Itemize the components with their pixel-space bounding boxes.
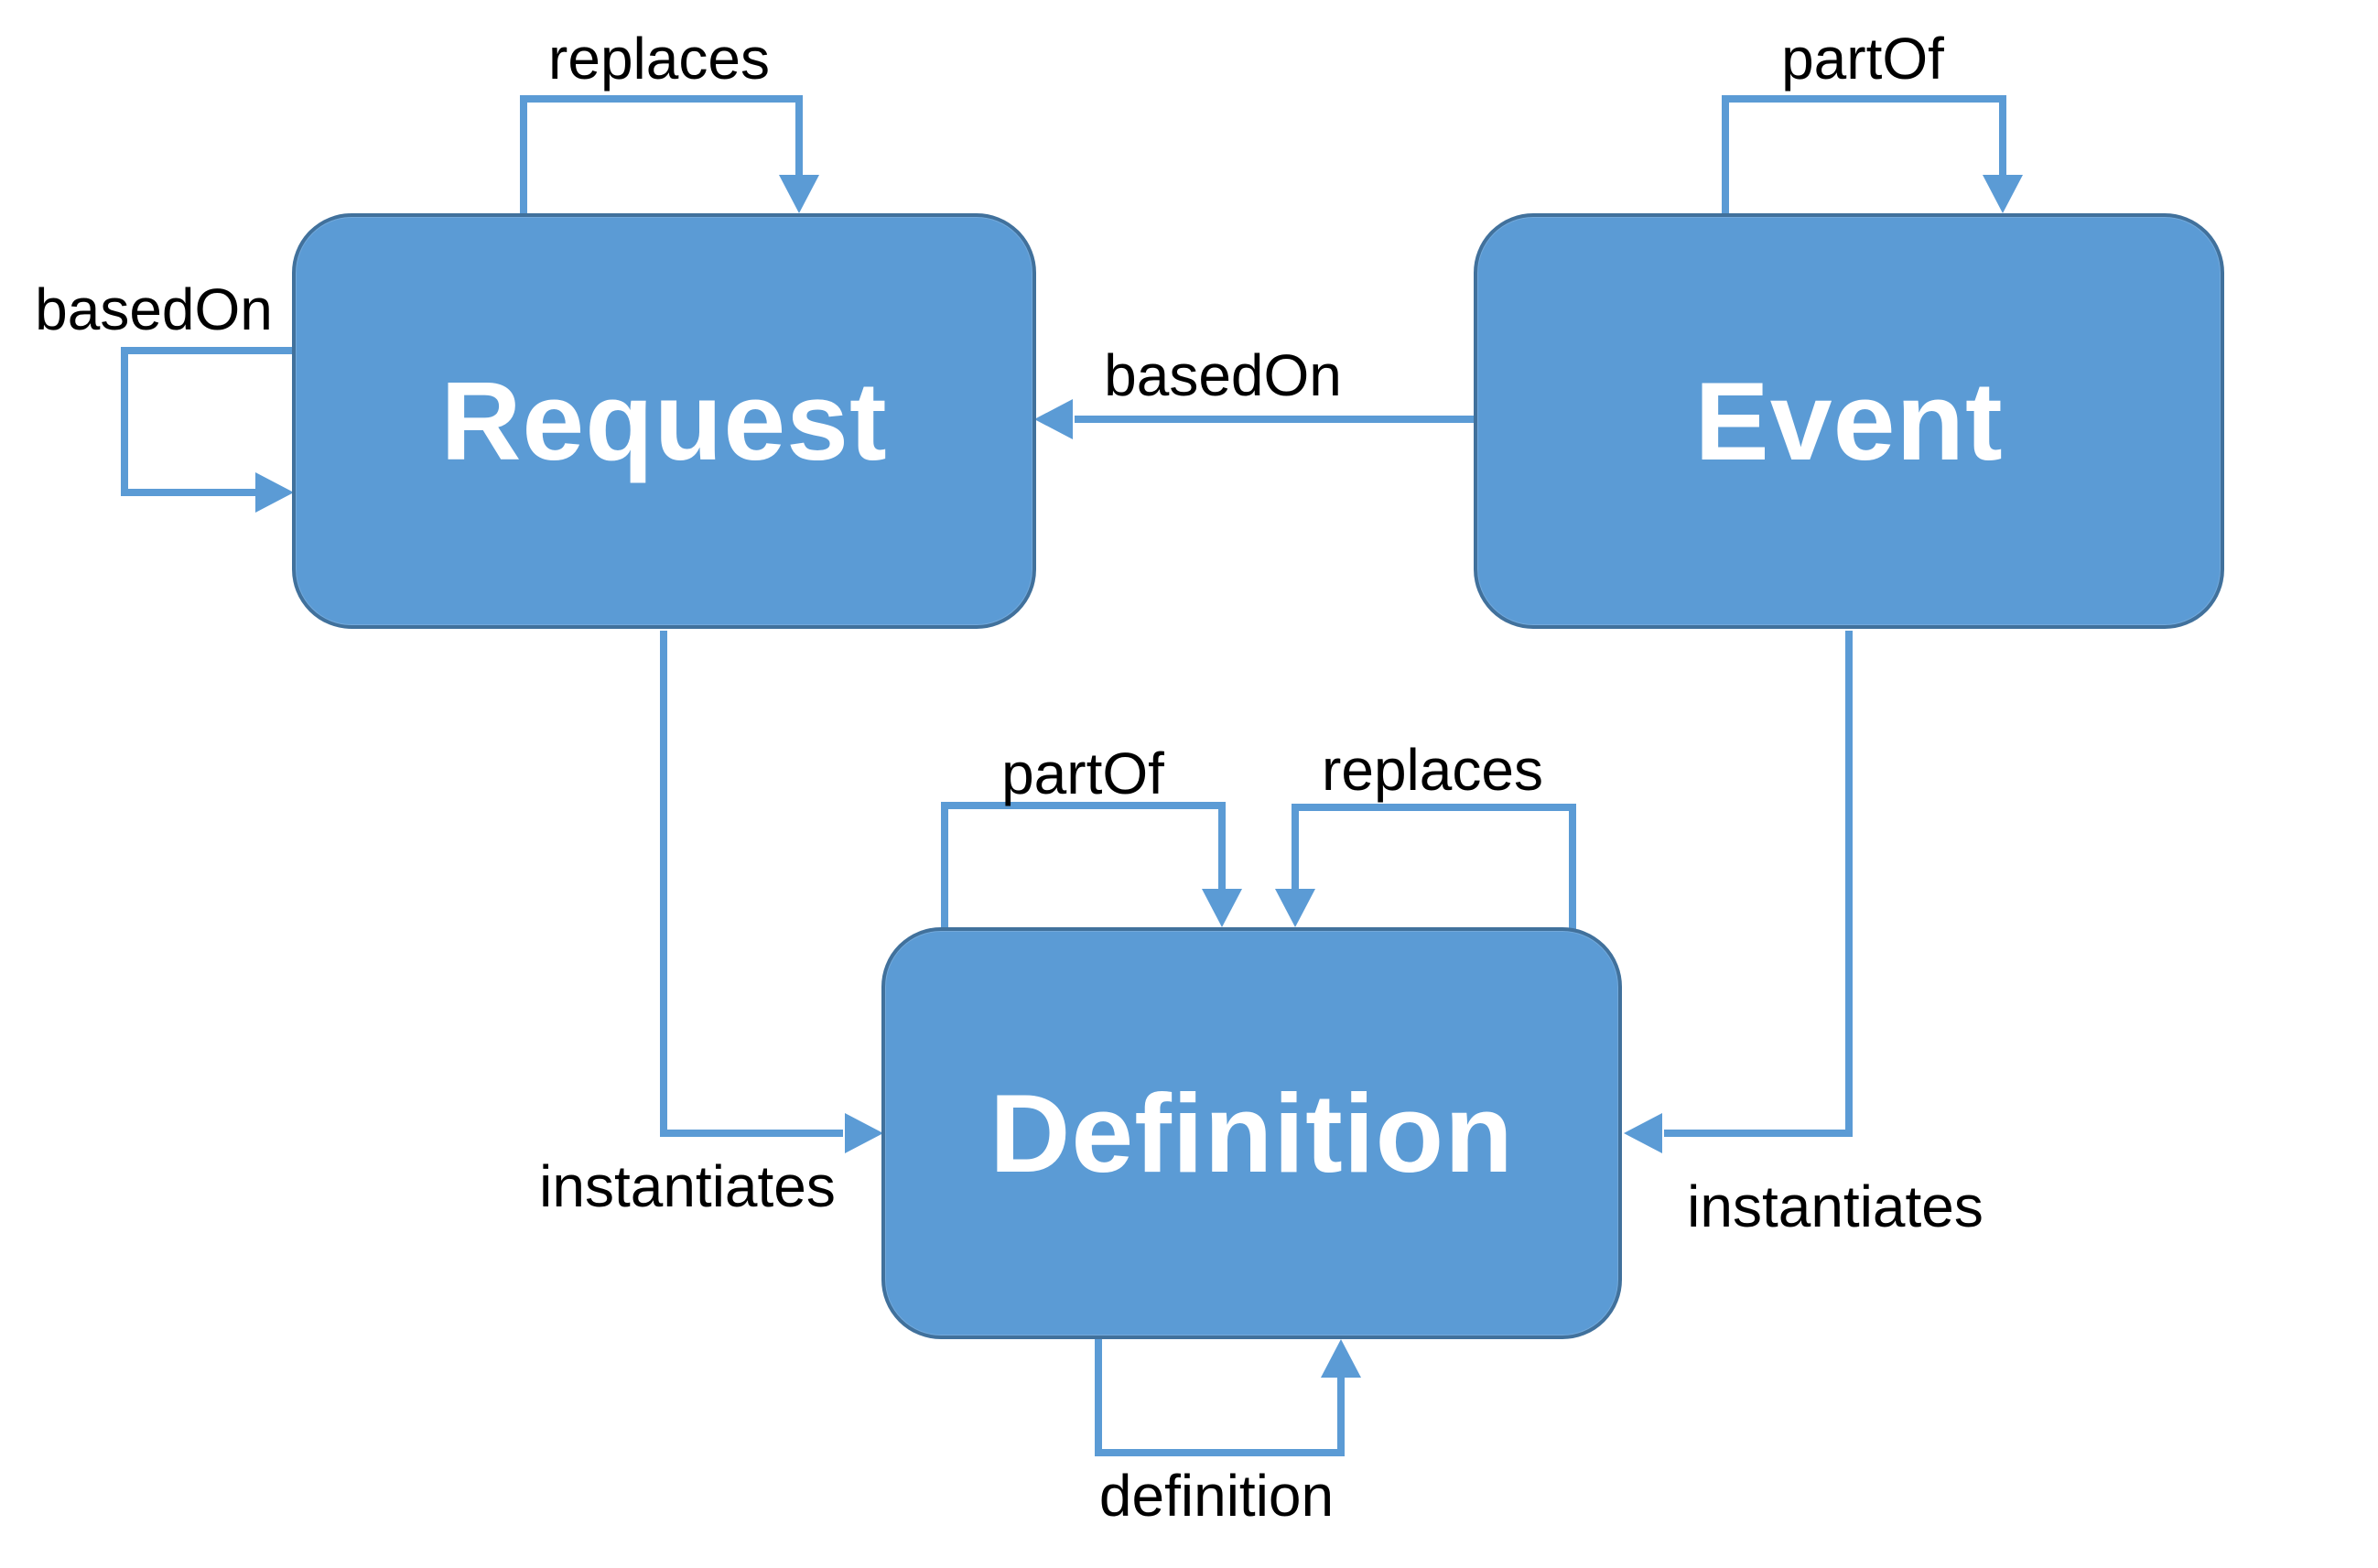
edge-request-basedon-self (121, 347, 294, 513)
edge-request-replaces-line (520, 95, 803, 215)
event-partof-arrowhead (1983, 175, 2023, 213)
edge-event-partof-line (1722, 95, 2006, 215)
node-label-event: Event (1694, 359, 2004, 483)
edge-label-definition-definition: definition (1098, 1463, 1335, 1529)
edge-label-definition-partof: partOf (1001, 741, 1164, 806)
edge-definition-replaces-self (1275, 804, 1576, 929)
request-replaces-arrowhead (779, 175, 819, 213)
edge-label-request-instantiates: instantiates (539, 1153, 836, 1219)
definition-partof-arrowhead (1202, 889, 1242, 927)
edge-label-event-instantiates: instantiates (1687, 1173, 1983, 1239)
edge-request-instantiates-line (660, 631, 843, 1137)
edge-label-definition-replaces: replaces (1322, 737, 1543, 803)
edge-event-instantiates-definition (1624, 631, 1853, 1153)
edge-definition-definition-self (1095, 1337, 1361, 1456)
edge-event-partof-self (1722, 95, 2023, 215)
edge-label-request-replaces: replaces (548, 26, 770, 92)
edge-definition-definition-line (1095, 1337, 1345, 1456)
edge-definition-replaces-line (1292, 804, 1576, 929)
definition-definition-arrowhead (1321, 1339, 1361, 1378)
edge-label-event-basedon: basedOn (1104, 342, 1342, 408)
edge-request-instantiates-definition (660, 631, 883, 1153)
node-event: Event (1474, 213, 2224, 629)
node-definition: Definition (881, 927, 1622, 1339)
edge-event-instantiates-line (1664, 631, 1853, 1137)
edge-request-basedon-line (121, 347, 294, 496)
node-request: Request (292, 213, 1036, 629)
edge-label-request-basedon: basedOn (35, 276, 273, 342)
definition-replaces-arrowhead (1275, 889, 1315, 927)
event-basedon-arrowhead (1034, 399, 1073, 439)
event-instantiates-arrowhead (1624, 1113, 1662, 1153)
request-instantiates-arrowhead (845, 1113, 883, 1153)
node-label-definition: Definition (989, 1071, 1514, 1195)
edge-definition-partof-self (941, 802, 1242, 929)
node-label-request: Request (440, 359, 888, 483)
edge-label-event-partof: partOf (1781, 26, 1944, 92)
request-basedon-arrowhead (255, 472, 294, 513)
edge-request-replaces-self (520, 95, 819, 215)
edge-definition-partof-line (941, 802, 1226, 929)
edge-event-basedon-request (1034, 399, 1475, 439)
